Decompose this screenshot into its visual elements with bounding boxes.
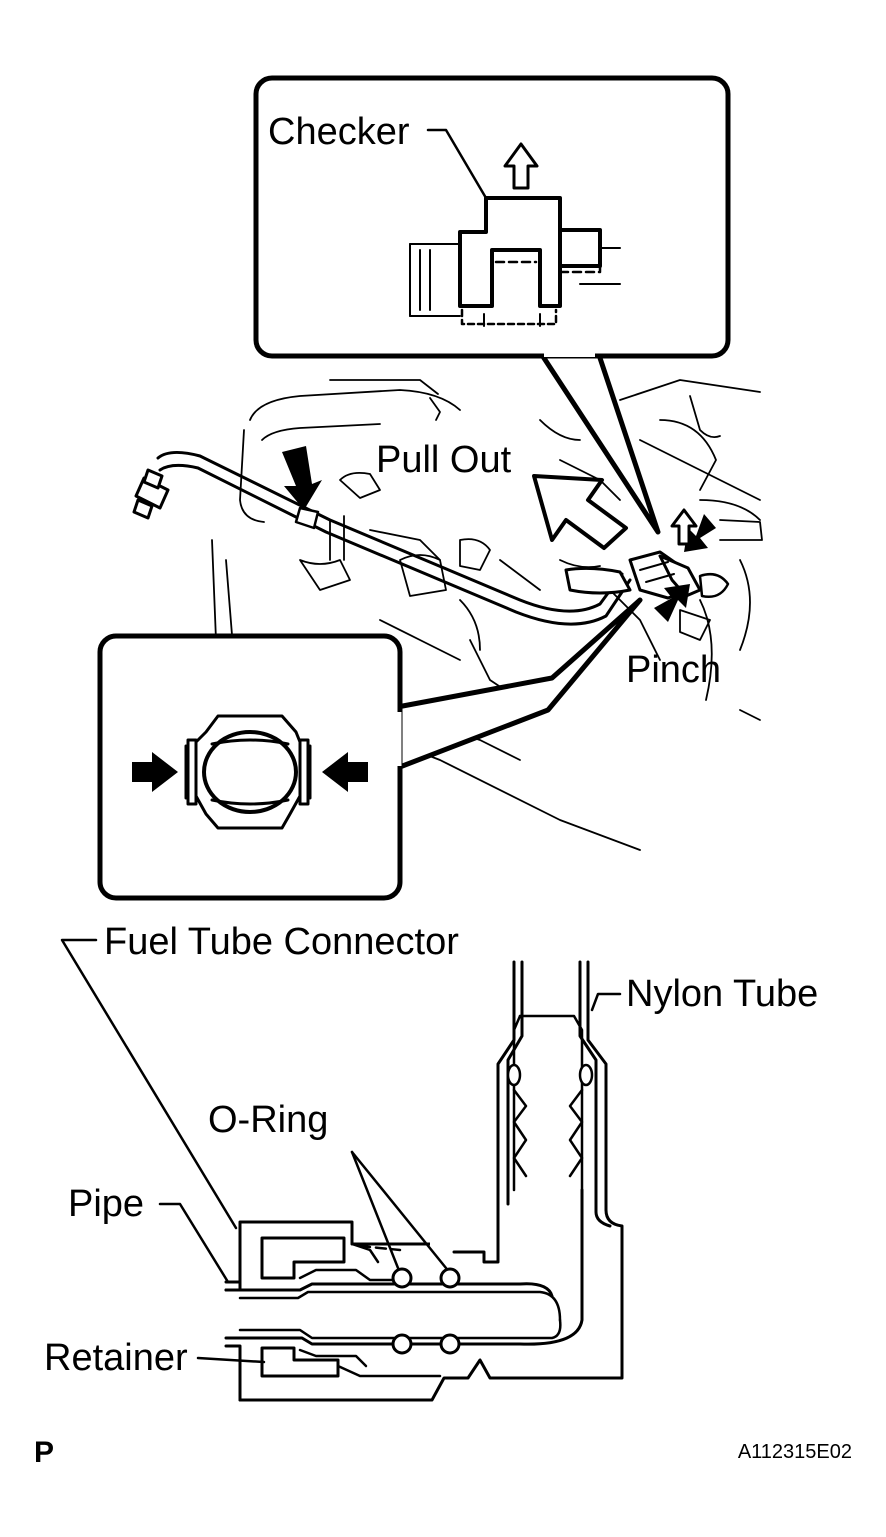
retainer-front-view	[132, 714, 368, 830]
pinch-label: Pinch	[626, 649, 721, 691]
corner-mark: P	[34, 1436, 54, 1469]
nylon-tube-label: Nylon Tube	[626, 973, 818, 1015]
pinch-arrow-left-icon	[132, 752, 178, 792]
retainer-label: Retainer	[44, 1337, 188, 1379]
fuel-tube-connector-label: Fuel Tube Connector	[104, 921, 459, 963]
checker-label: Checker	[268, 111, 410, 153]
engine-bay-sketch: Pull Out Pinch	[132, 379, 763, 851]
figure-code: A112315E02	[738, 1441, 852, 1463]
checker-callout: Checker	[253, 75, 731, 535]
o-ring-label: O-Ring	[208, 1099, 328, 1141]
pull-out-label: Pull Out	[376, 439, 512, 481]
pipe-label: Pipe	[68, 1183, 144, 1225]
pinch-arrow-right-icon	[322, 752, 368, 792]
connector-cross-section: Fuel Tube Connector Nylon Tube O-Ring Pi…	[44, 921, 818, 1402]
fuel-connector-engine	[564, 550, 730, 600]
checker-part	[409, 128, 621, 327]
pinch-callout	[97, 597, 643, 901]
